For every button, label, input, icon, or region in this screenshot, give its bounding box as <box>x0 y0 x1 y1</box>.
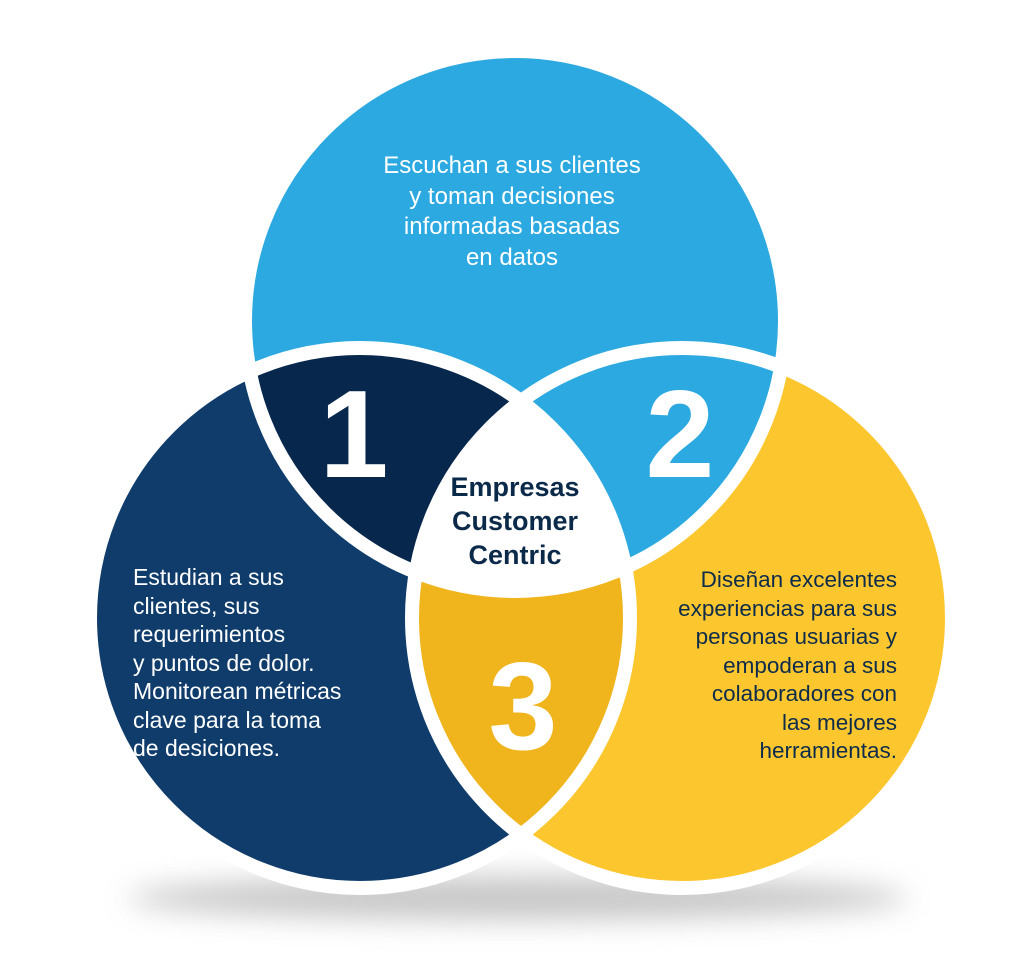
description-line: Monitorean métricas <box>133 678 342 704</box>
intersection-number-2: 2 <box>645 366 715 504</box>
intersection-number-1: 1 <box>319 366 389 504</box>
description-line: personas usuarias y <box>695 624 897 649</box>
description-line: y puntos de dolor. <box>133 649 315 676</box>
description-line: en datos <box>465 243 559 271</box>
center-label: Empresas Customer Centric <box>415 470 615 572</box>
center-label-line: Centric <box>468 540 562 570</box>
ground-shadow <box>128 876 908 920</box>
description-line: Escuchan a sus clientes <box>383 152 641 179</box>
description-line: clientes, sus <box>133 592 260 619</box>
top-circle-description: Escuchan a sus clientes y toman decision… <box>312 151 712 273</box>
description-line: las mejores <box>781 709 897 735</box>
right-circle-description: Diseñan excelentes experiencias para sus… <box>620 566 897 766</box>
description-line: de desiciones. <box>133 735 281 761</box>
separator-top <box>238 44 792 598</box>
description-line: herramientas. <box>759 738 897 763</box>
description-line: Estudian a sus <box>133 564 284 590</box>
description-line: informadas basadas <box>403 213 621 240</box>
separator-left <box>83 341 637 895</box>
description-line: requerimientos <box>133 621 286 647</box>
center-label-line: Customer <box>451 506 579 536</box>
center-region <box>412 348 630 591</box>
left-circle-description: Estudian a sus clientes, sus requerimien… <box>133 563 393 763</box>
separator-right <box>405 341 959 895</box>
description-line: experiencias para sus <box>678 595 897 621</box>
intersection-number-3: 3 <box>488 638 558 776</box>
description-line: empoderan a sus <box>723 652 897 678</box>
description-line: y toman decisiones <box>409 182 615 210</box>
description-line: colaboradores con <box>711 681 897 706</box>
description-line: clave para la toma <box>133 706 321 733</box>
description-line: Diseñan excelentes <box>700 567 897 592</box>
center-label-line: Empresas <box>450 472 580 502</box>
